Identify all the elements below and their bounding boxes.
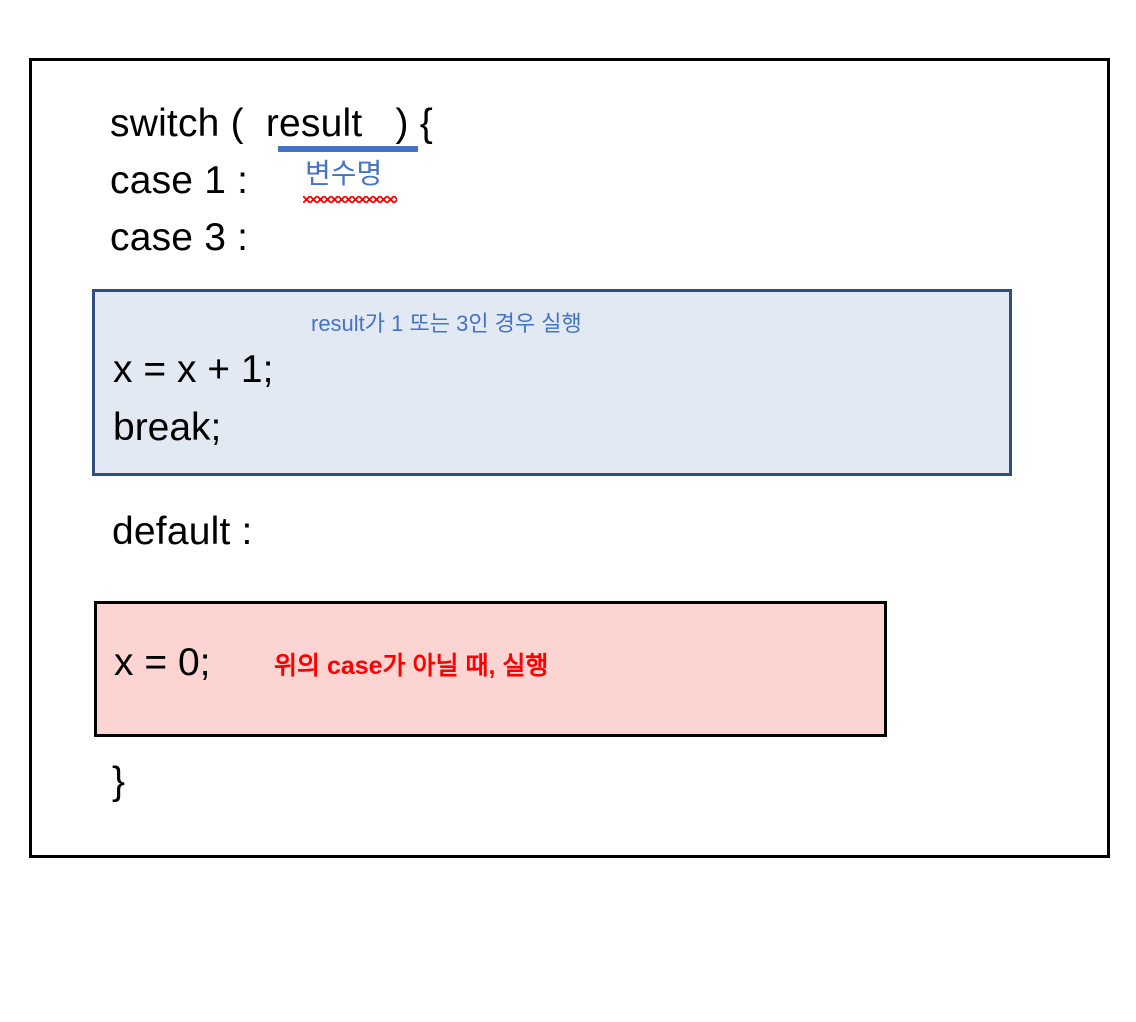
red-callout-annotation: 위의 case가 아닐 때, 실행 xyxy=(274,652,549,680)
variable-name-annotation: 변수명 xyxy=(305,158,383,189)
code-line-reset: x = 0; xyxy=(114,641,211,684)
code-line-closing-brace: } xyxy=(112,760,126,803)
code-line-break: break; xyxy=(113,406,222,449)
red-callout-box: x = 0; 위의 case가 아닐 때, 실행 xyxy=(94,601,887,737)
code-line-case-3: case 3 : xyxy=(110,216,249,259)
blue-callout-box: result가 1 또는 3인 경우 실행 x = x + 1; break; xyxy=(92,289,1012,476)
code-line-default: default : xyxy=(112,510,253,553)
result-underline xyxy=(278,146,418,152)
code-line-switch: switch ( result ) { xyxy=(110,102,433,145)
spellcheck-squiggle-icon xyxy=(303,196,397,203)
code-line-increment: x = x + 1; xyxy=(113,348,274,391)
blue-callout-annotation: result가 1 또는 3인 경우 실행 xyxy=(311,311,582,336)
code-line-case-1: case 1 : xyxy=(110,159,249,202)
